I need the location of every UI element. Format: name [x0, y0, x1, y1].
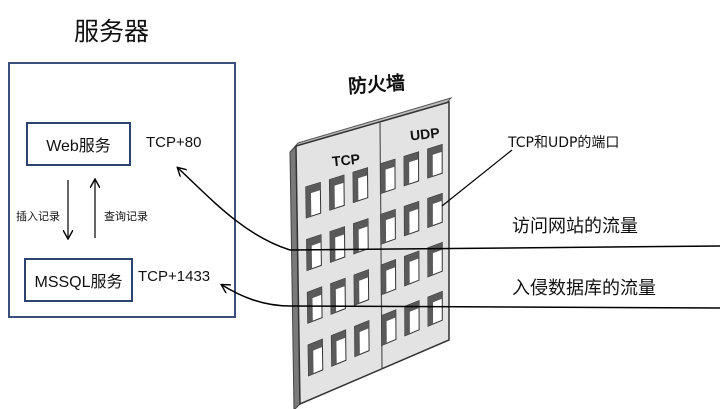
- server-frame: [8, 62, 236, 318]
- sql-port-label: TCP+1433: [138, 268, 211, 285]
- tcp-column-label: TCP: [331, 150, 361, 170]
- web-service-label: Web服务: [46, 138, 111, 155]
- web-traffic-line: [289, 245, 721, 251]
- port-window-recess: [381, 310, 396, 346]
- query-record-label: 查询记录: [104, 210, 148, 223]
- port-window-recess: [404, 300, 420, 336]
- attack-traffic-label: 入侵数据库的流量: [512, 278, 656, 299]
- port-note-label: TCP和UDP的端口: [508, 135, 620, 151]
- port-window-recess: [404, 201, 419, 236]
- port-window-recess: [330, 226, 345, 263]
- port-window-recess: [427, 242, 443, 277]
- port-window-recess: [306, 234, 322, 271]
- port-window-recess: [354, 320, 369, 357]
- port-note-line: [441, 149, 513, 207]
- insert-record-label: 插入记录: [16, 210, 60, 223]
- server-title: 服务器: [74, 17, 150, 46]
- web-port-label: TCP+80: [146, 134, 202, 151]
- port-window-recess: [427, 144, 443, 178]
- port-window-recess: [404, 151, 419, 186]
- port-window-recess: [380, 209, 396, 245]
- port-window-recess: [308, 339, 323, 376]
- web-service-box: Web服务: [26, 122, 131, 166]
- web-traffic-arrow: [178, 168, 291, 251]
- firewall-ports: [305, 143, 443, 377]
- mssql-service-box: MSSQL服务: [24, 258, 133, 302]
- port-window-recess: [307, 287, 322, 324]
- port-window-recess: [381, 259, 396, 295]
- mssql-service-label: MSSQL服务: [34, 274, 123, 291]
- port-window-recess: [330, 278, 346, 315]
- port-window-recess: [353, 218, 369, 254]
- port-window-recess: [354, 269, 369, 306]
- port-window-recess: [380, 159, 395, 194]
- udp-column-label: UDP: [409, 124, 441, 144]
- web-traffic-label: 访问网站的流量: [512, 216, 638, 237]
- attack-traffic-arrow: [222, 285, 291, 307]
- port-window-recess: [427, 193, 443, 228]
- port-window-recess: [428, 291, 443, 327]
- attack-traffic-line: [289, 305, 721, 309]
- port-window-recess: [353, 167, 368, 203]
- port-window-recess: [329, 175, 344, 211]
- port-window-recess: [305, 182, 321, 218]
- firewall-title: 防火墙: [347, 72, 406, 98]
- port-window-recess: [404, 251, 419, 286]
- port-window-recess: [331, 330, 346, 367]
